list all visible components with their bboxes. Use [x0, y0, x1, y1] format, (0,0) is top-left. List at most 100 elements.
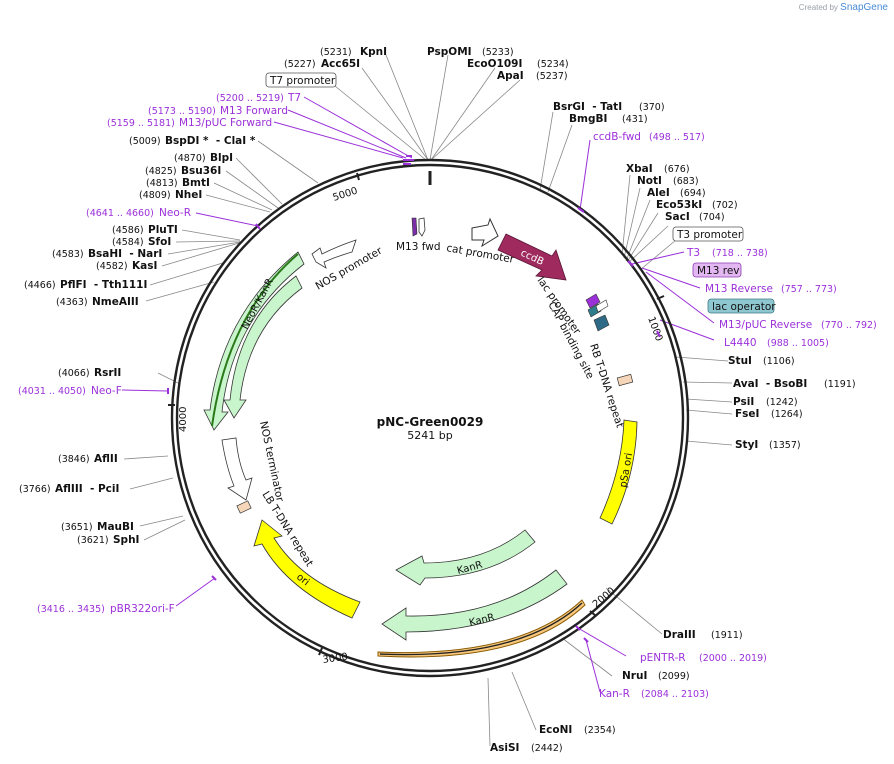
enzyme-bsu36i[interactable]: (4825) Bsu36I [145, 165, 221, 177]
enzyme-pluti[interactable]: (4586) PluTI [112, 224, 178, 236]
primer-name: Neo-R [159, 207, 191, 219]
enzyme-kasi[interactable]: (4582) KasI [96, 260, 157, 272]
enzyme-alei[interactable]: AleI (694) [647, 187, 706, 199]
enzyme-bmti[interactable]: (4813) BmtI [146, 177, 210, 189]
kanr-outer-arrow[interactable] [381, 569, 568, 641]
ori-arrow[interactable] [253, 519, 361, 619]
primer-pos: (988 .. 1005) [767, 338, 829, 349]
primer-pos: (5200 .. 5219) [216, 93, 284, 104]
enzyme-pos: (4363) [56, 297, 88, 308]
primer-name: Kan-R [599, 688, 630, 700]
enzyme-nhei[interactable]: (4809) NheI [139, 189, 202, 201]
enzyme-blpi[interactable]: (4870) BlpI [174, 152, 233, 164]
enzyme-maubi[interactable]: (3651) MauBI [61, 521, 134, 533]
enzyme-pflfi-tth111i[interactable]: (4466) PflFI - Tth111I [24, 279, 147, 291]
kanr-inner-arrow[interactable] [395, 529, 536, 586]
primer-m13-reverse[interactable]: M13 Reverse (757 .. 773) [705, 283, 837, 295]
enzyme-pos: (5227) [284, 59, 316, 70]
enzyme-psii[interactable]: PsiI (1242) [733, 396, 798, 408]
enzyme-pos: (1264) [771, 409, 803, 420]
enzyme-bsahi-nari[interactable]: (4583) BsaHI - NarI [52, 248, 162, 260]
m13-fwd-feature[interactable] [411, 217, 418, 237]
primer-pbr322ori-f[interactable]: (3416 .. 3435) pBR322ori-F [37, 603, 175, 615]
enzyme-afliii-pcii[interactable]: (3766) AflIII - PciI [19, 483, 119, 495]
primer-pos: (3416 .. 3435) [37, 604, 105, 615]
enzyme-name: Eco53kI [656, 199, 702, 211]
enzyme-draiii[interactable]: DraIII (1911) [663, 629, 743, 641]
enzyme-name: AflIII - PciI [55, 483, 119, 495]
tick-label-4000: 4000 [178, 407, 189, 432]
enzyme-rsrii[interactable]: (4066) RsrII [58, 367, 121, 379]
enzyme-pos: (694) [680, 188, 706, 199]
m13-rev-box[interactable]: M13 rev [692, 262, 742, 278]
enzyme-ecoo109i[interactable]: EcoO109I (5234) [467, 58, 569, 70]
primer-t7[interactable]: (5200 .. 5219) T7 [216, 92, 301, 104]
enzyme-nrui[interactable]: NruI (2099) [622, 670, 690, 682]
primer-m13-puc-reverse[interactable]: M13/pUC Reverse (770 .. 792) [719, 319, 877, 331]
lac-operator-label: lac operator [712, 301, 776, 313]
enzyme-pos: (4586) [112, 225, 144, 236]
enzyme-bmgbi[interactable]: BmgBI (431) [569, 113, 648, 125]
primer-neo-f[interactable]: (4031 .. 4050) Neo-F [18, 385, 122, 397]
lac-operator-box[interactable]: lac operator [707, 298, 776, 314]
primer-l4440[interactable]: L4440 (988 .. 1005) [724, 337, 829, 349]
enzyme-bsrgi-tati[interactable]: BsrGI - TatI (370) [553, 101, 665, 113]
rb-tdna-feature[interactable] [616, 373, 634, 387]
primer-neo-r[interactable]: (4641 .. 4660) Neo-R [86, 207, 191, 219]
nos-promoter-arrow[interactable] [311, 239, 357, 269]
primer-ccdb-fwd[interactable]: ccdB-fwd (498 .. 517) [593, 131, 705, 143]
lb-tdna-feature[interactable] [236, 500, 252, 514]
enzyme-noti[interactable]: NotI (683) [637, 175, 699, 187]
primer-kan-r[interactable]: Kan-R (2084 .. 2103) [599, 688, 709, 700]
enzyme-name: DraIII [663, 629, 696, 641]
enzyme-pos: (2354) [584, 725, 616, 736]
enzyme-econi[interactable]: EcoNI (2354) [539, 724, 616, 736]
small-feature-arrow[interactable] [418, 217, 426, 237]
primer-pos: (770 .. 792) [821, 320, 877, 331]
enzyme-avai-bsobi[interactable]: AvaI - BsoBI (1191) [733, 378, 856, 390]
enzyme-nmeaiii[interactable]: (4363) NmeAIII [56, 296, 139, 308]
enzyme-sphi[interactable]: (3621) SphI [77, 534, 139, 546]
enzyme-pspomi[interactable]: PspOMI (5233) [427, 46, 514, 58]
enzyme-pos: (704) [699, 212, 725, 223]
enzyme-asisi[interactable]: AsiSI (2442) [490, 742, 563, 754]
enzyme-xbai[interactable]: XbaI (676) [626, 163, 690, 175]
enzyme-aflii[interactable]: (3846) AflII [58, 453, 118, 465]
enzyme-stui[interactable]: StuI (1106) [728, 355, 795, 367]
nos-terminator-arrow[interactable] [221, 437, 253, 501]
enzyme-pos: (4809) [139, 190, 171, 201]
primer-pos: (5173 .. 5190) [148, 106, 216, 117]
ccdb-arrow[interactable] [497, 233, 567, 281]
enzyme-fsei[interactable]: FseI (1264) [735, 408, 803, 420]
primer-t3[interactable]: T3 (718 .. 738) [686, 247, 768, 259]
tick-marks [168, 172, 665, 656]
primer-pentr-r[interactable]: pENTR-R (2000 .. 2019) [640, 652, 767, 664]
enzyme-saci[interactable]: SacI (704) [665, 211, 725, 223]
lac-promoter-feature[interactable] [585, 293, 601, 309]
enzyme-name: Acc65I [321, 58, 360, 70]
small-white-feature[interactable] [595, 299, 609, 313]
enzyme-bspdi-clai[interactable]: (5009) BspDI * - ClaI * [129, 135, 256, 147]
enzyme-pos: (1106) [763, 356, 795, 367]
enzyme-name: SacI [665, 211, 690, 223]
enzyme-name: KpnI [360, 46, 387, 58]
cap-binding-site-feature[interactable] [593, 314, 610, 332]
primer-m13-puc-forward[interactable]: (5159 .. 5181) M13/pUC Forward [107, 117, 272, 129]
enzyme-apai[interactable]: ApaI (5237) [497, 70, 568, 82]
t7-promoter-box[interactable]: T7 promoter [265, 72, 337, 88]
enzyme-kpni[interactable]: (5231) KpnI [320, 46, 387, 58]
enzyme-eco53ki[interactable]: Eco53kI (702) [656, 199, 738, 211]
enzyme-acc65i[interactable]: (5227) Acc65I [284, 58, 360, 70]
enzyme-styi[interactable]: StyI (1357) [735, 439, 801, 451]
inner-neor-arrow[interactable] [223, 275, 303, 419]
enzyme-pos: (5233) [482, 47, 514, 58]
primer-m13-forward[interactable]: (5173 .. 5190) M13 Forward [148, 105, 288, 117]
backbone-inner [175, 163, 685, 673]
cat-promoter-arrow[interactable] [471, 217, 499, 248]
primer-pos: (2000 .. 2019) [699, 653, 767, 664]
t3-promoter-box[interactable]: T3 promoter [672, 226, 744, 242]
primer-name: M13 Forward [220, 105, 288, 117]
enzyme-sfoi[interactable]: (4584) SfoI [112, 236, 171, 248]
psa-ori-arrow[interactable] [599, 419, 638, 525]
enzyme-pos: (4583) [52, 249, 84, 260]
